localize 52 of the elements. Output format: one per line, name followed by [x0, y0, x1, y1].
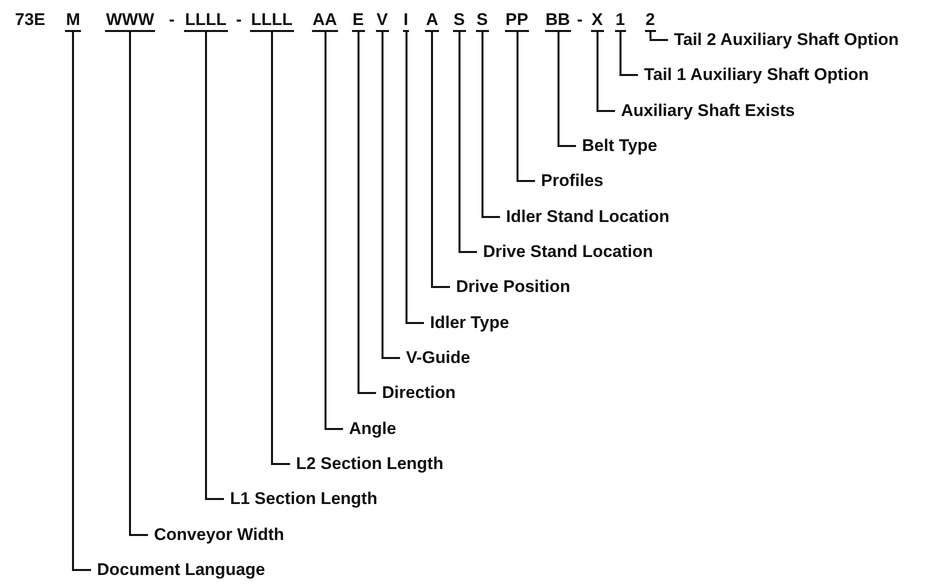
leader-line [558, 32, 576, 147]
field-description: Belt Type [582, 136, 658, 156]
code-prefix: 73E [15, 10, 46, 30]
separator-dash: - [577, 10, 583, 30]
code-segment: I [402, 10, 410, 32]
code-segment: 2 [644, 10, 656, 32]
field-description: Conveyor Width [154, 524, 284, 545]
code-segment: V [376, 10, 389, 32]
leader-line [382, 32, 400, 359]
field-description: Document Language [97, 560, 266, 580]
code-segment: E [352, 10, 365, 32]
leader-line [205, 32, 224, 500]
leader-line [406, 32, 424, 324]
leader-line [129, 32, 148, 536]
separator-dash: - [236, 10, 242, 30]
code-segment: LLLL [184, 10, 228, 32]
code-segment: LLLL [250, 10, 294, 32]
leader-line [458, 32, 477, 253]
code-segment: X [590, 10, 604, 32]
field-description: V-Guide [406, 348, 470, 368]
field-description: Angle [349, 418, 396, 439]
field-description: Tail 1 Auxiliary Shaft Option [644, 65, 869, 86]
code-segment: WWW [105, 10, 156, 32]
field-description: Idler Type [430, 312, 510, 333]
leader-line [271, 32, 290, 465]
leader-line [516, 32, 535, 182]
leader-line [324, 32, 343, 430]
leader-line [72, 32, 91, 571]
leader-line [431, 32, 450, 288]
field-description: Profiles [541, 171, 604, 192]
code-segment: S [476, 10, 489, 32]
field-description: Idler Stand Location [506, 206, 670, 227]
field-description: Drive Position [456, 277, 570, 298]
field-description: Auxiliary Shaft Exists [621, 100, 795, 121]
code-segment: A [425, 10, 440, 32]
field-description: L2 Section Length [296, 454, 444, 474]
code-segment: M [65, 10, 82, 32]
code-segment: PP [504, 10, 530, 32]
field-description: Direction [382, 383, 456, 404]
code-segment: AA [312, 10, 338, 32]
separator-dash: - [169, 10, 175, 30]
code-segment: 1 [614, 10, 626, 32]
field-description: Tail 2 Auxiliary Shaft Option [674, 30, 899, 50]
leader-line [620, 32, 638, 76]
leader-line [650, 32, 668, 41]
leader-line [358, 32, 376, 394]
code-segment: S [452, 10, 466, 32]
leader-line [596, 32, 615, 112]
field-description: L1 Section Length [230, 489, 378, 510]
leader-line [482, 32, 500, 218]
code-segment: BB [544, 10, 572, 32]
field-description: Drive Stand Location [483, 242, 654, 262]
